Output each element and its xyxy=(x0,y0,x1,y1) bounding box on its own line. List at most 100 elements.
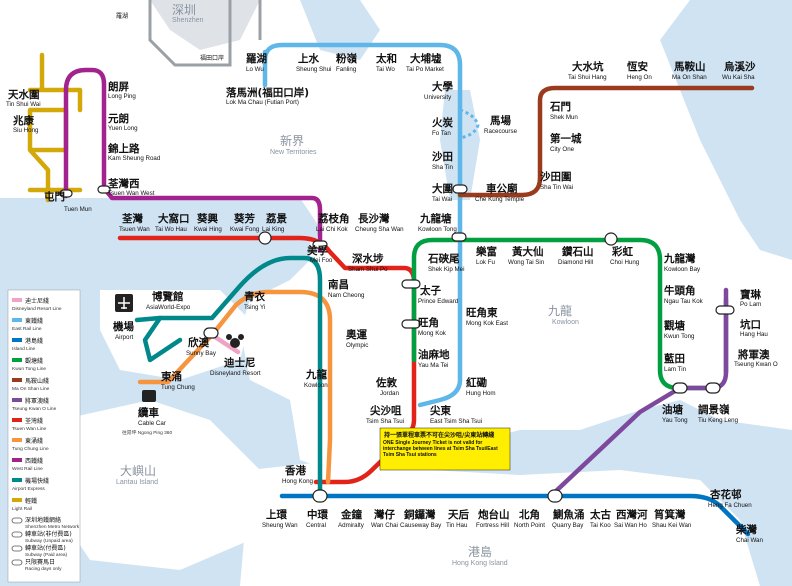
station-hung-hom-zh: 紅磡 xyxy=(466,376,487,389)
station-chai-wan-zh: 柴灣 xyxy=(735,523,757,536)
station-lai-chi-kok-en: Lai Chi Kok xyxy=(316,226,349,233)
station-fortress-hill-zh: 炮台山 xyxy=(477,508,510,521)
racecourse-spur xyxy=(459,108,480,140)
legend-extra-2-icon xyxy=(11,545,23,552)
cable-car-zh: 纜車 xyxy=(138,406,159,419)
station-ngau-tau-kok-zh: 牛頭角 xyxy=(664,284,696,297)
station-north-point-zh: 北角 xyxy=(519,508,540,521)
legend-extra-0-icon xyxy=(11,517,23,524)
station-shau-kei-wan-en: Shau Kei Wan xyxy=(652,522,692,529)
station-hung-hom-en: Hung Hom xyxy=(466,390,496,397)
legend-swatch-east-rail xyxy=(12,318,22,322)
station-tuen-mun-zh: 屯門 xyxy=(44,190,65,203)
region-hk-island-zh: 港島 xyxy=(468,544,492,559)
station-siu-hong-en: Siu Hong xyxy=(13,127,39,134)
cable-car-note: 往昂坪 Ngong Ping 360 xyxy=(122,429,172,436)
notice-box: 持一張單程車票不可在尖沙咀/尖東站轉綫 ONE Single Journey T… xyxy=(379,427,511,471)
station-ma-on-shan-en: Ma On Shan xyxy=(672,74,707,81)
station-kowloon-tong-zh: 九龍塘 xyxy=(419,212,452,225)
station-hong-kong-en: Hong Kong xyxy=(282,478,314,485)
station-jordan-zh: 佐敦 xyxy=(375,376,397,389)
station-lok-ma-chau-zh: 落馬洲(福田口岸) xyxy=(226,86,309,99)
disneyland-line xyxy=(209,332,241,355)
region-lantau-en: Lantau Island xyxy=(116,479,158,486)
legend-extra-1-en: Subway (Unpaid area) xyxy=(25,538,73,544)
station-hang-hau-en: Hang Hau xyxy=(740,331,768,338)
station-lam-tin-zh: 藍田 xyxy=(664,352,685,365)
station-shek-mun-en: Shek Mun xyxy=(550,114,578,121)
station-admiralty-zh: 金鐘 xyxy=(340,508,362,521)
station-che-kung-temple-zh: 車公廟 xyxy=(486,182,518,195)
station-wong-tai-sin-en: Wong Tai Sin xyxy=(508,259,545,266)
station-kwai-hing-en: Kwai Hing xyxy=(194,226,222,233)
station-heng-fa-chuen-en: Heng Fa Chuen xyxy=(708,502,752,509)
station-siu-hong-zh: 兆康 xyxy=(13,114,34,127)
legend-extra-1-icon xyxy=(11,531,23,538)
station-tsim-sha-tsui-en: Tsim Sha Tsui xyxy=(366,418,404,425)
station-sham-shui-po-zh: 深水埗 xyxy=(352,252,384,265)
station-lam-tin-en: Lam Tin xyxy=(664,366,687,373)
station-asiaworld-expo-zh: 博覽館 xyxy=(152,290,184,303)
station-po-lam-zh: 寶琳 xyxy=(740,288,761,301)
legend-label-west-rail-en: West Rail Line xyxy=(12,466,43,472)
station-tin-hau-en: Tin Hau xyxy=(446,522,468,529)
station-kwai-fong-zh: 葵芳 xyxy=(234,212,255,225)
region-lantau-zh: 大嶼山 xyxy=(120,464,156,478)
station-lai-king-en: Lai King xyxy=(262,226,285,233)
station-east-tsim-sha-tsui-zh: 尖東 xyxy=(430,404,451,417)
station-tuen-mun-en: Tuen Mun xyxy=(64,206,92,213)
station-tai-wo-zh: 太和 xyxy=(375,52,397,65)
legend-label-west-rail-zh: 西鐵綫 xyxy=(25,457,43,465)
station-kowloon-en: Kowloon xyxy=(304,382,328,389)
station-tung-chung-en: Tung Chung xyxy=(161,384,195,391)
station-central-zh: 中環 xyxy=(307,508,328,521)
station-tin-shui-wai-zh: 天水圍 xyxy=(8,88,40,101)
station-tsuen-wan-en: Tsuen Wan xyxy=(119,226,150,233)
station-university-zh: 大學 xyxy=(432,80,453,93)
station-sha-tin-wai-zh: 沙田圍 xyxy=(540,171,572,183)
station-tai-wo-en: Tai Wo xyxy=(376,66,395,73)
station-sheung-shui-en: Sheung Shui xyxy=(296,66,331,73)
station-fo-tan-en: Fo Tan xyxy=(432,130,451,137)
airport-express-line xyxy=(134,255,323,503)
legend-swatch-west-rail xyxy=(12,458,22,462)
station-tai-shui-hang-zh: 大水坑 xyxy=(572,60,604,73)
station-wan-chai-en: Wan Chai xyxy=(371,522,398,529)
station-disneyland-resort-zh: 迪士尼 xyxy=(224,356,256,369)
station-mong-kok-east-zh: 旺角東 xyxy=(466,306,498,319)
legend-label-airport-express-en: Airport Express xyxy=(12,486,45,492)
station-shek-kip-mei-zh: 石硤尾 xyxy=(427,252,460,265)
station-chai-wan-en: Chai Wan xyxy=(736,537,763,544)
station-cheung-sha-wan-zh: 長沙灣 xyxy=(358,212,390,225)
station-shau-kei-wan-zh: 筲箕灣 xyxy=(654,508,686,521)
station-cheung-sha-wan-en: Cheung Sha Wan xyxy=(355,226,404,233)
station-admiralty-en: Admiralty xyxy=(338,522,365,529)
station-tsing-yi-en: Tsing Yi xyxy=(244,304,265,311)
legend-label-tung-chung-zh: 東涌綫 xyxy=(25,437,43,445)
region-kowloon-en: Kowloon xyxy=(552,319,579,326)
station-mong-kok-zh: 旺角 xyxy=(418,316,439,329)
station-airport-zh: 機場 xyxy=(113,320,134,333)
station-airport-en: Airport xyxy=(115,334,134,341)
station-yuen-long-zh: 元朗 xyxy=(108,112,129,125)
legend-extra-2-zh: 轉車站(付費區) xyxy=(25,544,66,552)
station-causeway-bay-en: Causeway Bay xyxy=(400,522,442,529)
shenzhen-metro xyxy=(148,0,262,67)
station-fanling-en: Fanling xyxy=(336,66,357,73)
station-heng-on-en: Heng On xyxy=(627,74,652,81)
station-nam-cheong-en: Nam Cheong xyxy=(328,292,365,299)
legend-extra-1-zh: 轉車站(非付費區) xyxy=(25,530,72,538)
east-rail-line xyxy=(262,42,463,408)
station-tin-shui-wai-en: Tin Shui Wai xyxy=(6,101,41,108)
legend-swatch-light-rail xyxy=(12,498,22,502)
region-kowloon-zh: 九龍 xyxy=(548,303,572,318)
station-lo-wu-en: Lo Wu xyxy=(246,66,264,73)
station-ma-on-shan-zh: 馬鞍山 xyxy=(674,60,706,73)
station-lai-king-zh: 荔景 xyxy=(265,212,287,225)
region-shenzhen-en: Shenzhen xyxy=(172,17,204,24)
station-sunny-bay-en: Sunny Bay xyxy=(186,350,217,357)
station-kam-sheung-road-zh: 錦上路 xyxy=(107,142,140,155)
station-tai-wai-en: Tai Wai xyxy=(432,196,452,203)
station-jordan-en: Jordan xyxy=(380,390,399,397)
